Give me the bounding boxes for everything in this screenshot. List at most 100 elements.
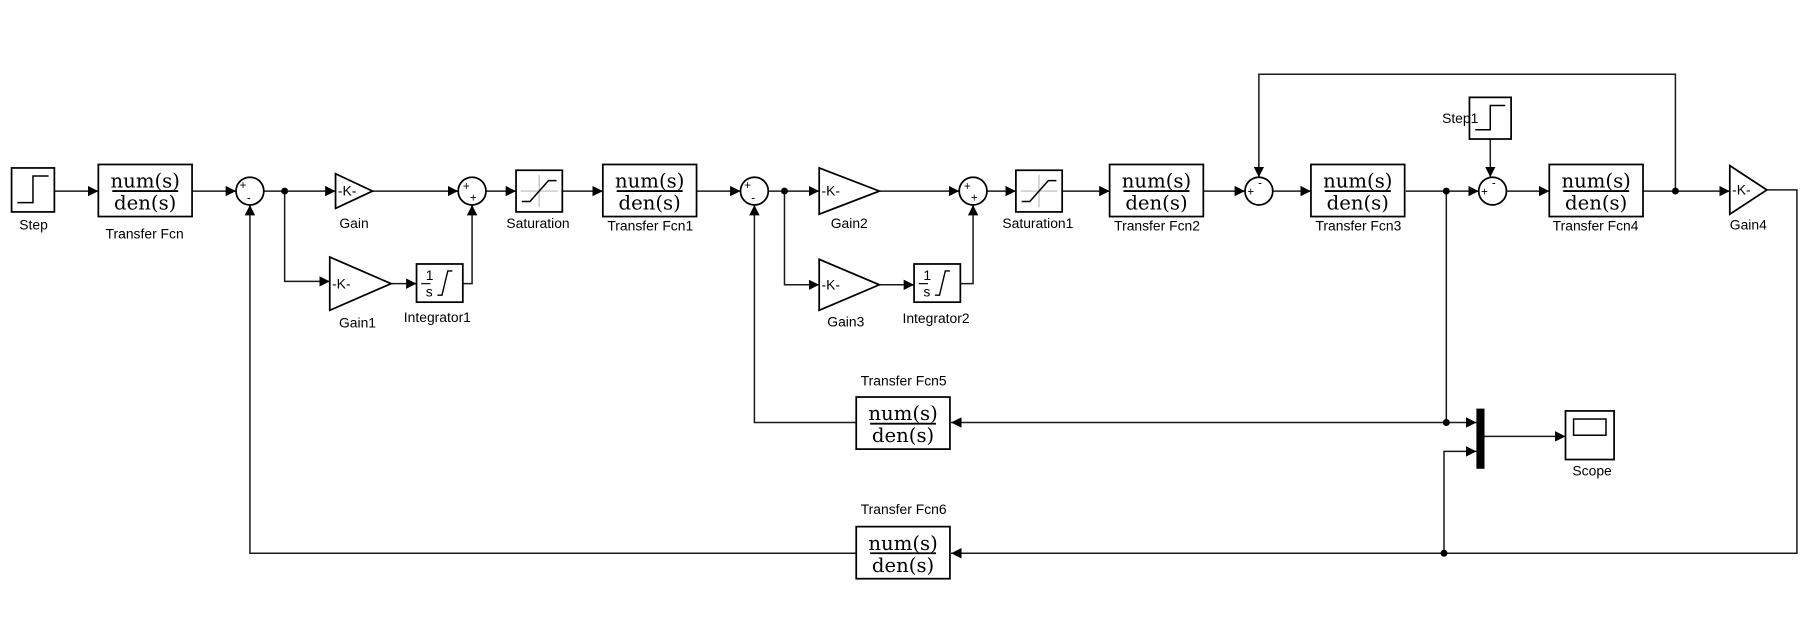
transfer-fcn4[interactable]: num(s)den(s) Transfer Fcn4	[1548, 163, 1644, 233]
signal-line[interactable]	[1253, 73, 1677, 192]
gain-value: -K-	[338, 183, 357, 199]
branch-point	[781, 187, 788, 195]
signal-line[interactable]	[1445, 191, 1477, 428]
block-label: Gain2	[831, 215, 868, 231]
sum1-block[interactable]: ++	[457, 176, 487, 206]
signal-line[interactable]	[1443, 446, 1477, 554]
saturation-block[interactable]: Saturation	[506, 169, 570, 231]
signal-line[interactable]	[462, 204, 478, 285]
plus-sign: +	[964, 181, 971, 193]
branch-point	[1440, 549, 1448, 557]
signal-line[interactable]	[283, 191, 330, 287]
numerator: num(s)	[111, 170, 180, 193]
branch-point	[1442, 419, 1450, 426]
block-label: Transfer Fcn4	[1553, 217, 1639, 233]
int-den: s	[426, 283, 433, 299]
int-den: s	[923, 283, 930, 299]
integral-icon	[934, 270, 950, 296]
transfer-fcn2[interactable]: num(s)den(s) Transfer Fcn2	[1108, 163, 1205, 233]
block-label: Transfer Fcn1	[607, 217, 693, 233]
signal-line[interactable]	[960, 204, 979, 285]
step-block[interactable]: Step	[10, 167, 56, 232]
gain-value: -K-	[1732, 182, 1751, 198]
step-icon	[1475, 104, 1506, 131]
gain2-block[interactable]: -K- Gain2	[818, 166, 882, 231]
transfer-fcn[interactable]: num(s)den(s) Transfer Fcn	[97, 163, 193, 242]
scope-block[interactable]: Scope	[1564, 410, 1615, 479]
transfer-fcn5[interactable]: num(s)den(s) Transfer Fcn5	[855, 372, 951, 450]
numerator: num(s)	[868, 402, 937, 425]
block-label: Integrator2	[902, 310, 969, 326]
minus-sign: -	[247, 193, 251, 205]
gain-block[interactable]: -K- Gain	[334, 172, 375, 231]
saturation-icon	[1021, 179, 1057, 203]
plus-sign: +	[744, 180, 751, 192]
block-label: Transfer Fcn3	[1315, 217, 1401, 233]
numerator: num(s)	[1561, 170, 1630, 193]
sum3-block[interactable]: ++	[958, 176, 988, 206]
sum-block[interactable]: +-	[235, 176, 265, 206]
block-label: Integrator1	[404, 309, 471, 325]
block-label: Transfer Fcn	[106, 226, 184, 242]
gain-value: -K-	[822, 276, 841, 292]
block-label: Saturation	[506, 215, 569, 231]
block-label: Gain1	[339, 315, 376, 331]
sum2-block[interactable]: +-	[739, 176, 770, 206]
block-label: Scope	[1572, 463, 1612, 479]
saturation1-block[interactable]: Saturation1	[1002, 169, 1074, 231]
minus-sign: -	[1492, 177, 1496, 189]
signal-line[interactable]	[951, 189, 1798, 559]
step-icon	[17, 175, 49, 204]
int-num: 1	[426, 267, 434, 283]
sum4-block[interactable]: +-	[1244, 176, 1274, 206]
block-label: Gain4	[1730, 216, 1767, 232]
mux-block[interactable]	[1476, 408, 1485, 469]
gain-value: -K-	[332, 275, 351, 291]
transfer-fcn3[interactable]: num(s)den(s) Transfer Fcn3	[1310, 163, 1406, 233]
block-label: Gain3	[827, 313, 864, 329]
plus-sign: +	[240, 180, 247, 192]
denominator: den(s)	[1327, 192, 1389, 215]
block-label: Saturation1	[1002, 215, 1073, 231]
denominator: den(s)	[1125, 192, 1187, 215]
saturation-icon	[521, 179, 557, 203]
gain4-block[interactable]: -K- Gain4	[1728, 164, 1769, 233]
minus-sign: -	[1258, 177, 1262, 189]
transfer-fcn6[interactable]: num(s)den(s)Transfer Fcn6	[855, 501, 951, 580]
numerator: num(s)	[1122, 170, 1191, 193]
signal-line[interactable]	[244, 204, 857, 554]
denominator: den(s)	[619, 192, 681, 215]
branch-point	[1442, 187, 1450, 195]
minus-sign: -	[751, 193, 755, 205]
plus-sign: +	[1247, 187, 1254, 199]
signal-line[interactable]	[749, 204, 857, 424]
block-label: Transfer Fcn2	[1114, 217, 1200, 233]
block-label: Transfer Fcn5	[861, 372, 947, 388]
signal-lines	[54, 73, 1798, 559]
sum5-block[interactable]: +-	[1477, 176, 1508, 206]
gain3-block[interactable]: -K- Gain3	[818, 258, 882, 329]
block-label: Step	[19, 216, 48, 232]
signal-line[interactable]	[783, 191, 820, 291]
transfer-fcn1[interactable]: num(s)den(s) Transfer Fcn1	[601, 163, 698, 233]
denominator: den(s)	[1565, 192, 1627, 215]
block-label: Step1	[1442, 110, 1479, 126]
denominator: den(s)	[872, 554, 934, 577]
denominator: den(s)	[872, 424, 934, 447]
gain-value: -K-	[822, 183, 841, 199]
branch-point	[281, 187, 289, 195]
int-num: 1	[923, 267, 931, 283]
numerator: num(s)	[615, 170, 684, 193]
scope-screen-icon	[1572, 418, 1607, 436]
gain1-block[interactable]: -K- Gain1	[328, 255, 394, 331]
plus-sign: +	[971, 193, 978, 205]
integral-icon	[437, 270, 453, 296]
step1-block[interactable]: Step1	[1442, 96, 1512, 140]
numerator: num(s)	[1323, 170, 1392, 193]
block-label: Gain	[339, 215, 368, 231]
denominator: den(s)	[114, 192, 176, 215]
plus-sign: +	[463, 181, 470, 193]
